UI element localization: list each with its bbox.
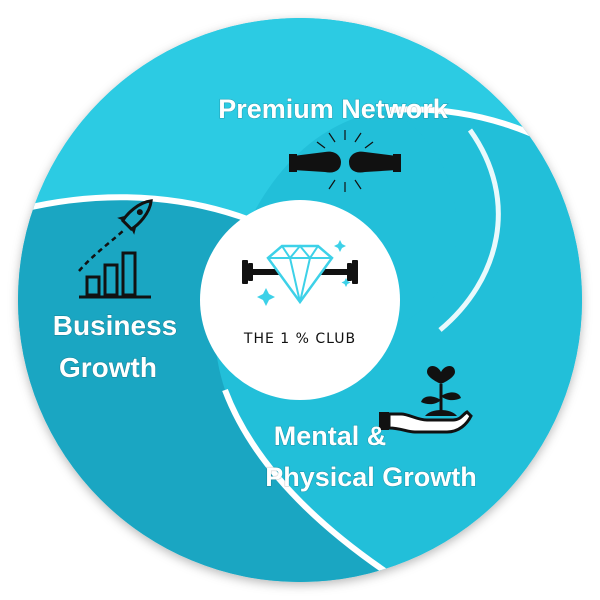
segment-mental-physical-growth	[225, 109, 582, 582]
rocket-growth-chart-icon	[78, 199, 153, 299]
business-growth-label-line2: Growth	[59, 352, 157, 383]
fist-bump-icon	[289, 130, 401, 192]
separator-left	[18, 194, 252, 223]
plant-in-hand-icon	[379, 366, 473, 434]
diamond-dumbbell-icon	[242, 240, 358, 306]
premium-network-label: Premium Network	[218, 94, 449, 124]
separator-right-inner	[438, 128, 501, 332]
business-growth-label-line1: Business	[53, 310, 178, 341]
mental-physical-label-line2: Physical Growth	[265, 462, 477, 492]
brand-name: THE 1 % CLUB	[243, 331, 356, 347]
mental-physical-label-line1: Mental &	[274, 421, 387, 451]
